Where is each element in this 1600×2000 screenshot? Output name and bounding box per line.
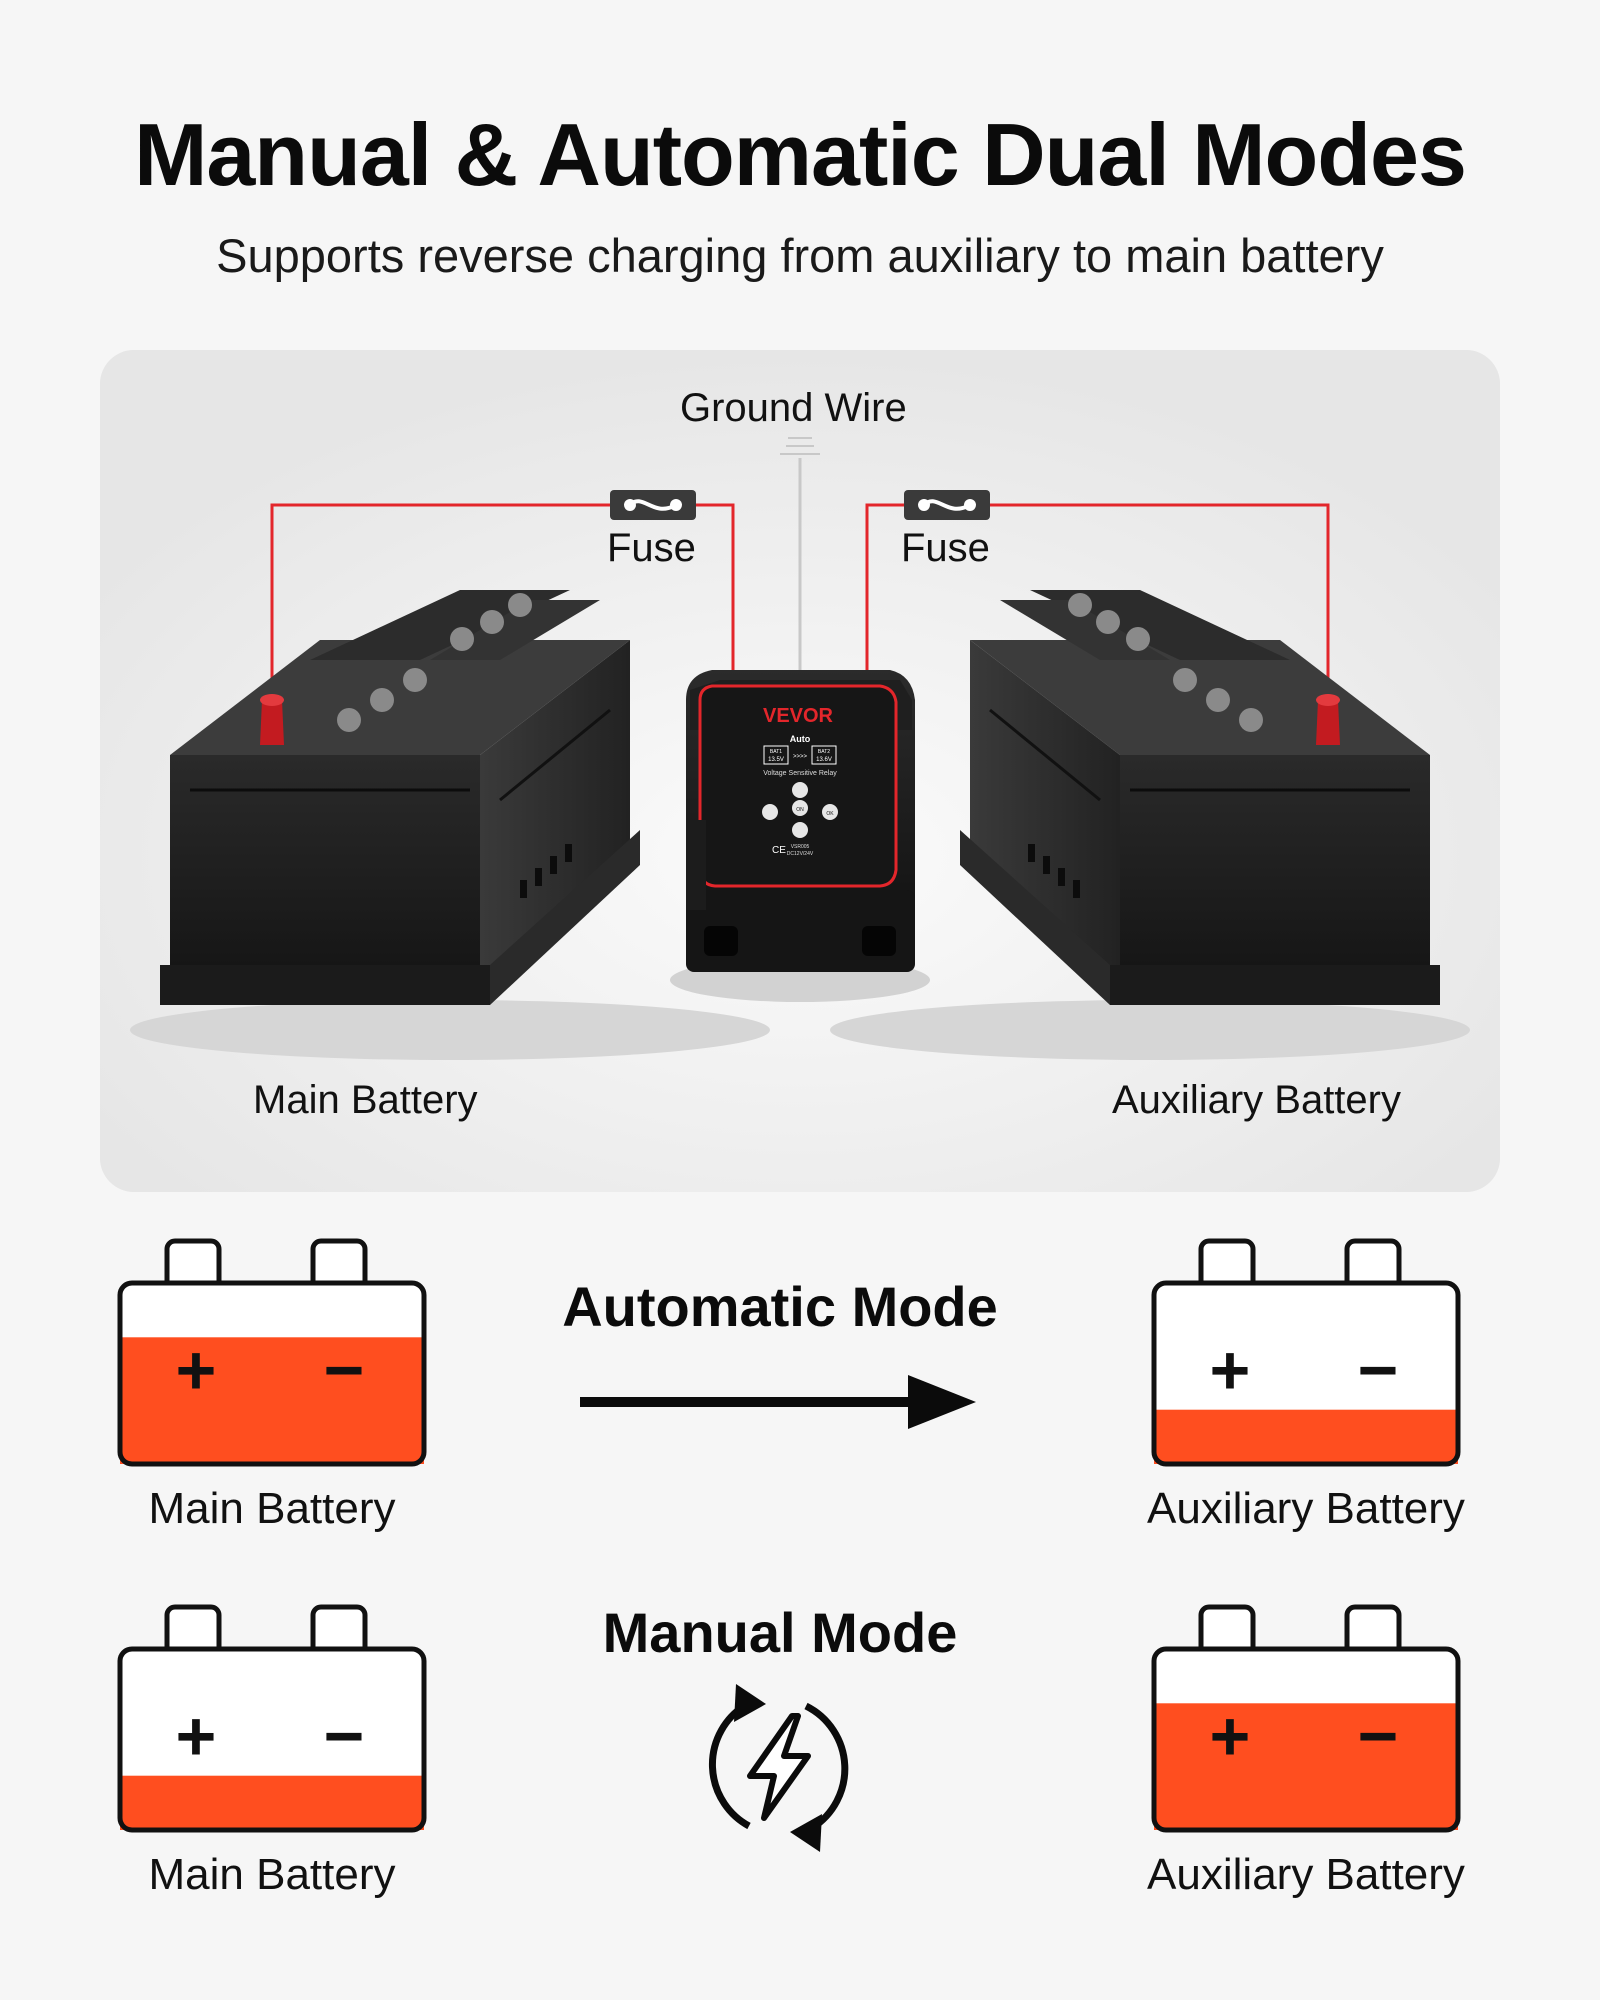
auxiliary-battery-icon: + − xyxy=(1151,1238,1461,1467)
device-back-button xyxy=(762,804,778,820)
manual-aux-battery-label: Auxiliary Battery xyxy=(1147,1850,1465,1899)
device-down-button xyxy=(792,822,808,838)
device-ce-mark: CE xyxy=(772,845,786,856)
ground-wire xyxy=(780,437,820,680)
manual-main-battery-label: Main Battery xyxy=(148,1850,396,1899)
charge-level-fill xyxy=(120,1775,424,1830)
charge-level-fill xyxy=(120,1337,424,1464)
device-rating: DC12V/24V xyxy=(787,851,814,857)
device-on-button xyxy=(792,800,808,816)
device-ok-button xyxy=(822,804,838,820)
device-bat2-voltage: 13.6V xyxy=(816,757,832,763)
fuse-left-label: Fuse xyxy=(607,526,696,570)
device-name: Voltage Sensitive Relay xyxy=(763,770,837,777)
fuse-right-label: Fuse xyxy=(901,526,990,570)
auxiliary-battery-icon: + − xyxy=(1151,1604,1461,1833)
page-title: Manual & Automatic Dual Modes xyxy=(134,105,1467,204)
minus-terminal: − xyxy=(324,1331,365,1409)
ground-wire-label: Ground Wire xyxy=(680,386,907,430)
main-battery-icon: + − xyxy=(117,1238,427,1467)
aux-battery-photo-label: Auxiliary Battery xyxy=(1112,1078,1401,1122)
device-model: VSR005 xyxy=(791,844,810,850)
plus-terminal: + xyxy=(1210,1331,1251,1409)
auto-aux-battery-label: Auxiliary Battery xyxy=(1147,1484,1465,1533)
plus-terminal: + xyxy=(176,1331,217,1409)
charge-cycle-icon xyxy=(708,1684,849,1852)
main-battery-photo-label: Main Battery xyxy=(253,1078,478,1122)
device-up-button xyxy=(792,782,808,798)
device-bat1-tag: BAT1 xyxy=(770,749,782,755)
manual-mode-title: Manual Mode xyxy=(602,1601,958,1664)
automatic-mode-title: Automatic Mode xyxy=(562,1275,998,1338)
device-bat2-tag: BAT2 xyxy=(818,749,830,755)
charge-level-fill xyxy=(1154,1703,1458,1830)
right-arrow-icon xyxy=(580,1375,976,1429)
device-on-label: ON xyxy=(796,807,804,813)
fuse-right-icon xyxy=(904,490,990,520)
device-bat1-voltage: 13.5V xyxy=(768,757,784,763)
device-brand: VEVOR xyxy=(763,705,834,727)
fuse-left-icon xyxy=(610,490,696,520)
minus-terminal: − xyxy=(324,1697,365,1775)
device-mode: Auto xyxy=(790,734,811,744)
main-battery-icon: + − xyxy=(117,1604,427,1833)
wiring-illustration: VEVOR Auto BAT1 BAT2 13.5V 13.6V >>>> Vo… xyxy=(100,350,1500,1192)
wiring-photo-panel: VEVOR Auto BAT1 BAT2 13.5V 13.6V >>>> Vo… xyxy=(100,350,1500,1192)
plus-terminal: + xyxy=(1210,1697,1251,1775)
main-battery-photo xyxy=(160,590,640,1005)
positive-wires xyxy=(270,503,1330,706)
page-subtitle: Supports reverse charging from auxiliary… xyxy=(216,229,1384,282)
minus-terminal: − xyxy=(1358,1697,1399,1775)
plus-terminal: + xyxy=(176,1697,217,1775)
minus-terminal: − xyxy=(1358,1331,1399,1409)
device-flow-arrows: >>>> xyxy=(793,754,808,760)
device-ok-label: OK xyxy=(826,811,834,817)
auto-main-battery-label: Main Battery xyxy=(148,1484,396,1533)
relay-device: VEVOR Auto BAT1 BAT2 13.5V 13.6V >>>> Vo… xyxy=(686,670,915,972)
charge-level-fill xyxy=(1154,1409,1458,1464)
auxiliary-battery-photo xyxy=(960,590,1440,1005)
